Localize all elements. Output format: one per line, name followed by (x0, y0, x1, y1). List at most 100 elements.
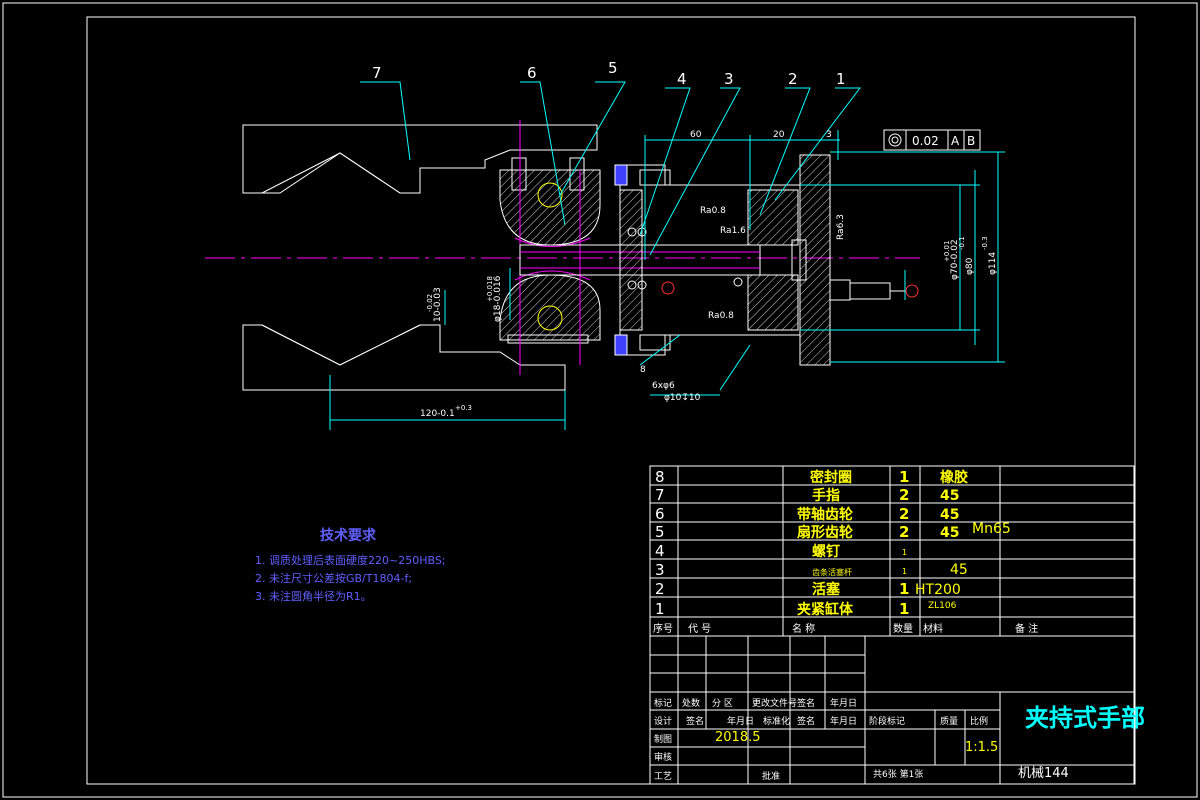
bom-qty-3: 1 (902, 567, 907, 576)
bom-mat-2: HT200 (915, 582, 961, 598)
bom-qty-4: 1 (902, 548, 907, 557)
title-block (649, 635, 1135, 785)
bom-qty-5: 2 (899, 523, 909, 541)
tb-design: 设计 (654, 715, 672, 727)
dim-18-tol: +0.018 (486, 276, 494, 302)
drawing-number: 机械144 (1018, 766, 1069, 781)
bom-header-code: 代 号 (688, 623, 711, 635)
tb-draw-date: 2018.5 (715, 730, 761, 745)
tb-change-doc: 更改文件号 (752, 697, 797, 709)
bom-mat-3: 45 (950, 562, 968, 578)
bom-extra-5: Mn65 (972, 521, 1011, 537)
part-label-4: 4 (677, 70, 687, 88)
dim-70-tol: +0.01 (943, 241, 951, 262)
tb-sign3: 签名 (797, 715, 815, 727)
bom-name-7: 手指 (812, 487, 840, 504)
tb-sign: 签名 (797, 697, 815, 709)
datum-b-label: B (967, 134, 975, 148)
bom-header-material: 材料 (923, 622, 943, 635)
datum-a-label: A (951, 134, 960, 148)
bom-mat-1: ZL106 (928, 601, 957, 611)
lower-finger (242, 324, 566, 391)
note-1: 1. 调质处理后表面硬度220~250HBS; (255, 553, 446, 567)
tolerance-value: 0.02 (912, 134, 939, 148)
dim-80: φ80 (965, 257, 975, 275)
bom-header-remark: 备 注 (1015, 622, 1038, 635)
bom-no-6: 6 (655, 505, 665, 523)
bom-name-8: 密封圈 (809, 469, 852, 486)
bom-qty-6: 2 (899, 505, 909, 523)
note-2: 2. 未注尺寸公差按GB/T1804-f; (255, 571, 412, 585)
tb-weight: 质量 (940, 715, 958, 727)
tb-scale: 1:1.5 (965, 740, 998, 755)
assembly-view (205, 81, 1005, 430)
dim-70: φ70-0.02 (950, 239, 960, 280)
tb-sheets: 共6张 第1张 (873, 768, 923, 780)
part-label-7: 7 (372, 64, 382, 82)
cylinder-body (619, 154, 831, 366)
feature-control-frame (883, 129, 981, 151)
bom-name-5: 扇形齿轮 (797, 524, 853, 541)
hole-depth: φ10↧10 (664, 393, 701, 403)
dim-114: φ114 (988, 252, 998, 275)
dim-10: 10-0.03 (433, 287, 443, 322)
bom-mat-6: 45 (940, 507, 959, 523)
inner-frame (86, 16, 1136, 785)
bom-header-qty: 数量 (893, 622, 913, 635)
bom-mat-7: 45 (940, 488, 959, 504)
dim-120-tol: +0.3 (455, 404, 472, 412)
bom-qty-7: 2 (899, 486, 909, 504)
bom-mat-5: 45 (940, 525, 959, 541)
piston-upper (747, 189, 799, 246)
bom-name-1: 夹紧缸体 (797, 601, 854, 618)
bom-table (649, 465, 1135, 637)
tb-process: 工艺 (654, 771, 672, 782)
bom-mat-8: 橡胶 (940, 469, 968, 486)
part-label-5: 5 (608, 59, 618, 77)
dim-3: 3 (826, 130, 832, 140)
bom-qty-8: 1 (899, 468, 909, 486)
bom-name-6: 带轴齿轮 (797, 506, 853, 523)
dim-8: 8 (640, 365, 646, 375)
tb-scale-label: 比例 (970, 715, 988, 727)
notes-title: 技术要求 (320, 527, 377, 544)
bom-no-4: 4 (655, 542, 665, 560)
bom-name-2: 活塞 (812, 581, 841, 598)
tb-stage: 阶段标记 (869, 715, 905, 727)
dim-60: 60 (690, 130, 702, 140)
bom-qty-2: 1 (899, 580, 909, 598)
note-3: 3. 未注圆角半径为R1。 (255, 589, 372, 603)
tb-zone: 分 区 (712, 698, 733, 709)
dim-120: 120-0.1 (420, 409, 455, 419)
piston-lower (747, 274, 799, 331)
tb-date: 年月日 (830, 697, 857, 709)
bom-header-no: 序号 (653, 622, 673, 635)
part-label-1: 1 (836, 70, 846, 88)
tb-standard: 标准化 (763, 715, 790, 727)
upper-finger (242, 124, 598, 194)
ra08-top: Ra0.8 (700, 206, 726, 216)
bom-no-2: 2 (655, 580, 665, 598)
tb-approve: 批准 (762, 770, 780, 782)
part-label-6: 6 (527, 64, 537, 82)
tb-date3: 年月日 (830, 715, 857, 727)
dim-80-tol: -0.1 (958, 236, 966, 250)
dim-10-tol: -0.02 (426, 294, 434, 312)
tb-date2: 年月日 (727, 715, 754, 727)
bom-qty-1: 1 (899, 600, 909, 618)
tb-count: 处数 (682, 697, 700, 709)
ra63: Ra6.3 (836, 214, 846, 240)
tb-draw: 制图 (654, 733, 672, 745)
bom-name-3: 齿条活塞杆 (812, 567, 852, 577)
technical-notes: 技术要求 1. 调质处理后表面硬度220~250HBS; 2. 未注尺寸公差按G… (255, 527, 446, 603)
tb-mark: 标记 (654, 697, 672, 709)
bom-header-name: 名 称 (792, 622, 815, 635)
bom-no-5: 5 (655, 523, 665, 541)
dim-18: φ18-0.016 (493, 275, 503, 322)
bom-name-4: 螺钉 (812, 543, 840, 560)
tb-check: 审核 (654, 751, 672, 763)
bom-no-7: 7 (655, 486, 665, 504)
bom-no-1: 1 (655, 600, 665, 618)
